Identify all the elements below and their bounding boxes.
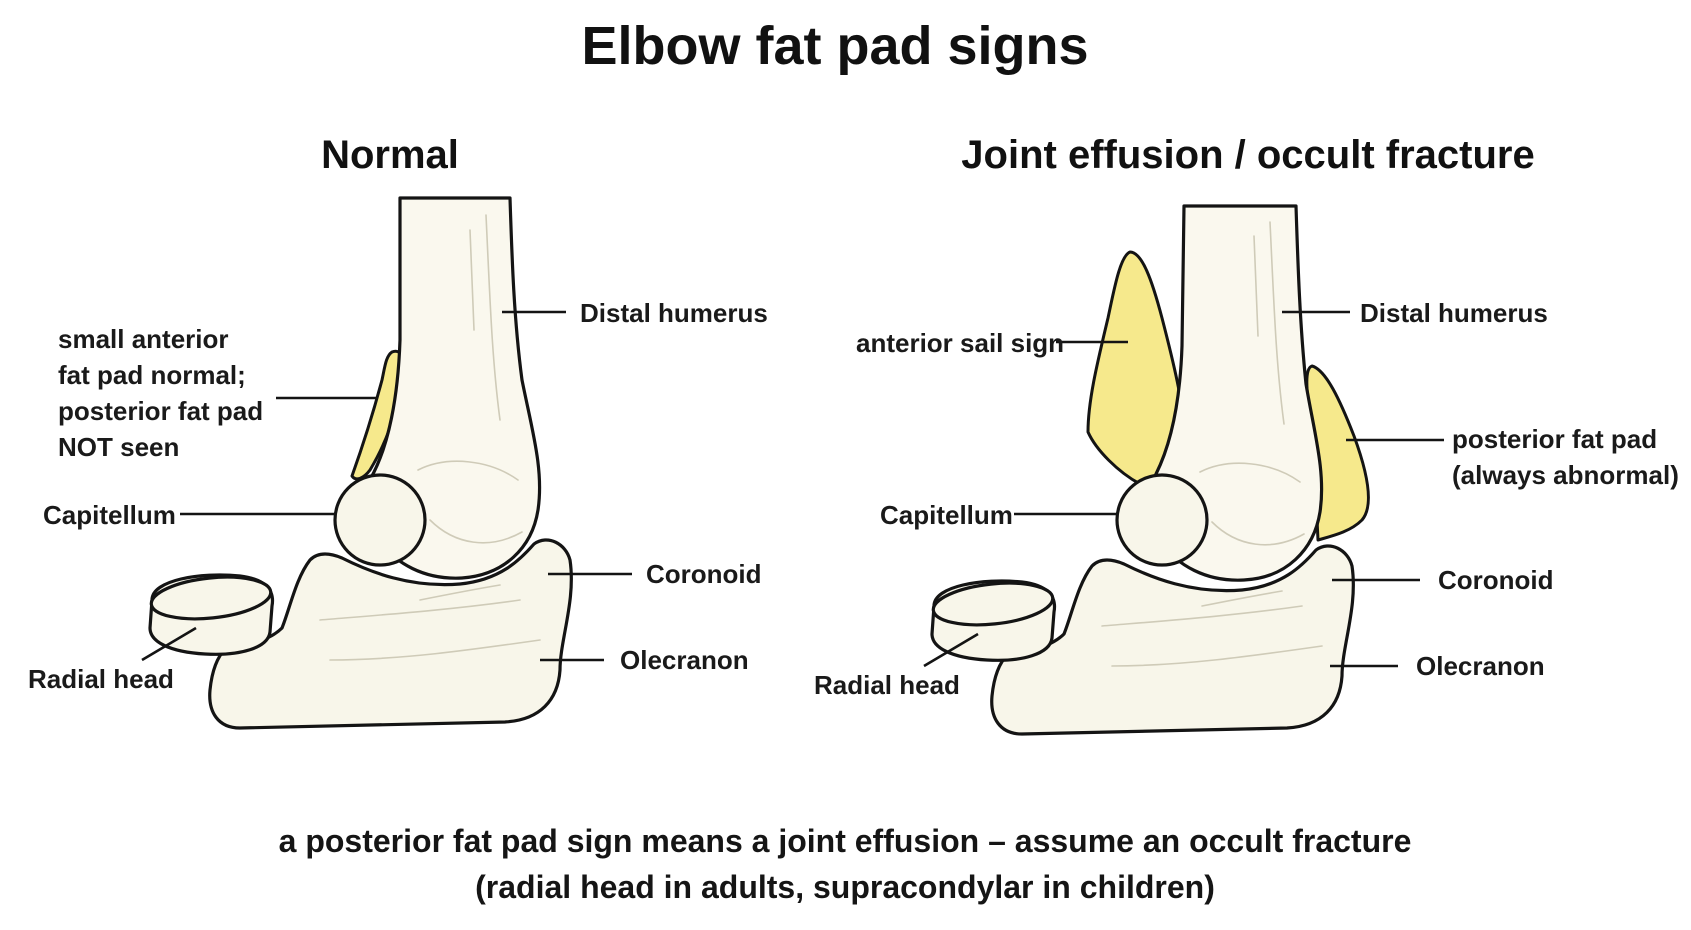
abnormal-ulna-shading (1101, 590, 1323, 667)
abnormal-capitellum-bone (1115, 473, 1209, 567)
main-title: Elbow fat pad signs (581, 16, 1088, 76)
normal-label-capitellum: Capitellum (43, 500, 176, 530)
panel-normal-title: Normal (321, 133, 459, 177)
normal-humerus-shading (417, 214, 523, 544)
abnormal-label-distal-humerus: Distal humerus (1360, 298, 1548, 328)
normal-label-fat-pad-line4: NOT seen (58, 432, 179, 462)
normal-radial-head-top (149, 575, 273, 621)
normal-label-olecranon: Olecranon (620, 645, 749, 675)
abnormal-humerus-shading (1199, 221, 1305, 546)
normal-label-coronoid: Coronoid (646, 559, 762, 589)
abnormal-radial-head-top (931, 581, 1055, 627)
panel-abnormal: Joint effusion / occult fracture Distal … (814, 133, 1679, 736)
normal-label-radial-head: Radial head (28, 664, 174, 694)
panel-abnormal-title: Joint effusion / occult fracture (961, 133, 1534, 177)
caption-line1: a posterior fat pad sign means a joint e… (279, 823, 1412, 859)
normal-ulna-shading (319, 584, 541, 661)
normal-capitellum-bone (333, 473, 427, 567)
abnormal-label-posterior-fat-pad-line2: (always abnormal) (1452, 460, 1679, 490)
normal-label-fat-pad-line3: posterior fat pad (58, 396, 263, 426)
normal-label-fat-pad-line2: fat pad normal; (58, 360, 246, 390)
caption-line2: (radial head in adults, supracondylar in… (475, 869, 1215, 905)
abnormal-label-capitellum: Capitellum (880, 500, 1013, 530)
abnormal-label-radial-head: Radial head (814, 670, 960, 700)
normal-label-distal-humerus: Distal humerus (580, 298, 768, 328)
abnormal-label-anterior-sail-sign: anterior sail sign (856, 328, 1064, 358)
abnormal-leader-radial-head (923, 632, 979, 668)
abnormal-label-posterior-fat-pad-line1: posterior fat pad (1452, 424, 1657, 454)
normal-label-fat-pad-line1: small anterior (58, 324, 229, 354)
normal-distal-humerus-bone (364, 196, 542, 580)
abnormal-label-coronoid: Coronoid (1438, 565, 1554, 595)
abnormal-label-olecranon: Olecranon (1416, 651, 1545, 681)
normal-leader-radial-head (141, 626, 197, 662)
panel-normal: Normal Distal humerus small anterior fat… (28, 133, 768, 730)
